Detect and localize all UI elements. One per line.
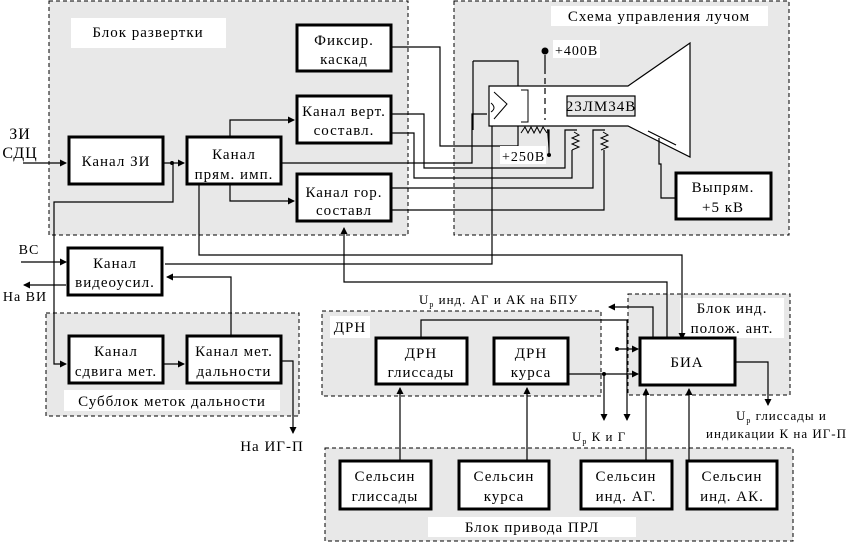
svg-text:+5 кВ: +5 кВ [702, 200, 744, 216]
v250-label: +250В [502, 150, 545, 165]
svg-text:прям. имп.: прям. имп. [195, 167, 274, 183]
block-range-mark-channel: Канал мет. дальности [185, 334, 283, 385]
signal-labels: ЗИ СДЦ ВС На ВИ На ИГ-П Uр инд. АГ и АК … [2, 126, 847, 455]
svg-text:глиссады: глиссады [388, 365, 455, 381]
svg-text:БИА: БИА [670, 355, 703, 371]
svg-text:ДРН: ДРН [515, 346, 547, 362]
svg-text:Канал мет.: Канал мет. [195, 344, 273, 360]
svg-text:Сельсин: Сельсин [355, 469, 416, 485]
block-selsyn-ind-ak: Сельсин инд. АК. [685, 459, 779, 511]
svg-text:Канал гор.: Канал гор. [305, 185, 382, 201]
svg-text:ДРН: ДРН [405, 346, 437, 362]
svg-text:Сельсин: Сельсин [474, 469, 535, 485]
svg-text:инд. АК.: инд. АК. [700, 489, 764, 505]
sweep-block-title: Блок развертки [92, 25, 203, 41]
crt-tube-label: 23ЛМ34В [566, 99, 637, 115]
drn-title: ДРН [334, 320, 366, 336]
antenna-position-title-line1: Блок инд. [697, 301, 768, 317]
svg-text:Сельсин: Сельсин [596, 469, 657, 485]
block-fix-cascade: Фиксир. каскад [295, 23, 393, 73]
zi-input-label-line2: СДЦ [2, 145, 37, 162]
svg-text:инд. АГ.: инд. АГ. [596, 489, 657, 505]
svg-text:дальности: дальности [197, 364, 272, 380]
zi-input-label-line1: ЗИ [9, 126, 31, 143]
svg-text:Сельсин: Сельсин [702, 469, 763, 485]
u-glideslope-label-line2: индикации К на ИГ-П [706, 426, 847, 441]
block-hor-component-channel: Канал гор. составл [295, 172, 393, 223]
svg-text:Канал: Канал [212, 147, 256, 163]
svg-text:Канал ЗИ: Канал ЗИ [82, 154, 151, 170]
to-ig-p-label: На ИГ-П [240, 439, 304, 455]
u-k-g-label: Uр К и Г [572, 429, 626, 446]
antenna-position-title-line2: полож. ант. [691, 321, 774, 337]
svg-text:видеоусил.: видеоусил. [75, 275, 155, 291]
block-zi-channel: Канал ЗИ [67, 135, 165, 186]
svg-text:составл: составл [316, 203, 372, 219]
block-drn-course: ДРН курса [492, 336, 570, 386]
block-selsyn-course: Сельсин курса [457, 459, 551, 511]
beam-control-title: Схема управления лучом [568, 9, 750, 25]
block-bia: БИА [638, 336, 737, 387]
block-video-amp-channel: Канал видеоусил. [66, 246, 164, 297]
v400-label: +400В [555, 44, 598, 59]
svg-text:каскад: каскад [320, 52, 368, 68]
u-glideslope-label-line1: Uр глиссады и [736, 408, 827, 425]
block-rectifier: Выпрям. +5 кВ [674, 171, 773, 221]
block-direct-pulse-channel: Канал прям. имп. [185, 135, 283, 186]
block-vert-component-channel: Канал верт. составл. [295, 94, 393, 145]
block-selsyn-ind-ag: Сельсин инд. АГ. [579, 459, 674, 511]
block-selsyn-glideslope: Сельсин глиссады [338, 459, 433, 511]
u-ind-bpu-label: Uр инд. АГ и АК на БПУ [419, 292, 578, 309]
svg-text:Выпрям.: Выпрям. [692, 180, 755, 196]
block-drn-glideslope: ДРН глиссады [374, 336, 469, 386]
svg-text:Канал верт.: Канал верт. [302, 104, 386, 120]
svg-text:Канал: Канал [93, 256, 137, 272]
to-vi-label: На ВИ [3, 290, 47, 305]
svg-text:курса: курса [484, 489, 525, 505]
crt-tube: +400В +250В 23ЛМ34В [488, 40, 691, 199]
block-mark-shift-channel: Канал сдвига мет. [67, 334, 165, 385]
prl-drive-block-title: Блок привода ПРЛ [465, 520, 599, 536]
svg-text:составл.: составл. [314, 123, 375, 139]
svg-text:курса: курса [511, 365, 552, 381]
range-marks-subblock-title: Субблок меток дальности [78, 394, 266, 410]
svg-text:Канал: Канал [94, 344, 138, 360]
vs-input-label: ВС [19, 243, 40, 258]
svg-text:глиссады: глиссады [352, 489, 419, 505]
v400-terminal [541, 47, 549, 55]
svg-text:сдвига мет.: сдвига мет. [75, 364, 157, 380]
wires [21, 46, 772, 460]
svg-text:Фиксир.: Фиксир. [314, 33, 374, 49]
